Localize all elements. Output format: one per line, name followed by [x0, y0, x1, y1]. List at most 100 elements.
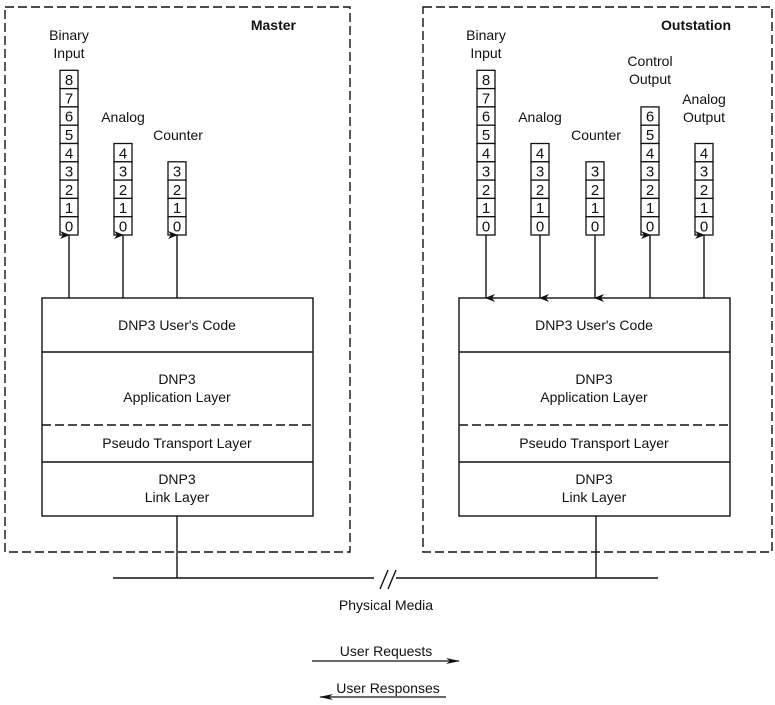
- outstation-control-output-cell: 0: [640, 216, 660, 236]
- master-counter-cell-value: 1: [173, 200, 181, 217]
- outstation-binary-input-cell: 4: [476, 142, 496, 163]
- outstation-analog-output-label: Output: [683, 109, 725, 125]
- outstation-analog-output-cell: 0: [694, 216, 714, 236]
- outstation-binary-input-cell: 3: [476, 161, 496, 181]
- master-binary-input-cell-value: 0: [65, 219, 73, 236]
- outstation-analog-cell-value: 3: [536, 164, 544, 181]
- outstation-analog-output-label: Analog: [682, 91, 726, 107]
- outstation-registers: BinaryInput876543210Analog43210Counter32…: [466, 27, 726, 302]
- outstation-counter-cell-value: 0: [591, 219, 599, 236]
- master-binary-input-cell: 2: [59, 179, 79, 200]
- legend-user-requests-label: User Requests: [340, 643, 433, 659]
- outstation-counter-cell-value: 2: [591, 182, 599, 199]
- outstation-user-code-layer: DNP3 User's Code: [535, 317, 653, 333]
- master-binary-input-cell: 0: [59, 216, 79, 236]
- master-binary-input-cell-value: 8: [65, 72, 73, 89]
- outstation-protocol-stack: DNP3 User's Code DNP3 Application Layer …: [458, 297, 731, 517]
- master-registers: BinaryInput876543210Analog43210Counter32…: [49, 27, 203, 298]
- outstation-control-output-cell-value: 3: [646, 164, 654, 181]
- master-application-layer-line1: DNP3: [158, 371, 196, 387]
- master-binary-input-cell-value: 5: [65, 127, 73, 144]
- outstation-binary-input-cell: 0: [476, 216, 496, 236]
- outstation-binary-input-cell: 2: [476, 179, 496, 200]
- outstation-link-layer-line1: DNP3: [575, 471, 613, 487]
- outstation-analog-cell-value: 2: [536, 182, 544, 199]
- outstation-binary-input-label: Input: [470, 45, 501, 61]
- master-binary-input-cell: 8: [59, 69, 79, 90]
- master-link-layer-line1: DNP3: [158, 471, 196, 487]
- outstation-analog-output-cell: 4: [694, 142, 714, 163]
- master-binary-input-label: Input: [53, 45, 84, 61]
- outstation-binary-input-label: Binary: [466, 27, 506, 43]
- legend: User Requests User Responses: [312, 643, 460, 700]
- outstation-analog-cell: 2: [530, 179, 550, 200]
- master-counter-cell-value: 3: [173, 164, 181, 181]
- master-analog-cell: 2: [113, 179, 133, 200]
- master-binary-input-cell-value: 4: [65, 145, 73, 162]
- master-analog-cell-value: 1: [119, 200, 127, 217]
- outstation-binary-input-cell-value: 5: [482, 127, 490, 144]
- master-binary-input-cell: 3: [59, 161, 79, 181]
- outstation-binary-input-cell-value: 2: [482, 182, 490, 199]
- master-binary-input-cell-value: 7: [65, 90, 73, 107]
- outstation-binary-input-cell: 8: [476, 69, 496, 90]
- outstation-application-layer-line1: DNP3: [575, 371, 613, 387]
- master-analog-cell-value: 4: [119, 145, 127, 162]
- outstation-analog-cell-value: 1: [536, 200, 544, 217]
- outstation-counter-cell: 3: [585, 161, 605, 181]
- outstation-binary-input-cell: 6: [476, 106, 496, 126]
- outstation-counter-cell-value: 3: [591, 164, 599, 181]
- outstation-analog-cell-value: 0: [536, 219, 544, 236]
- outstation-analog-output-cell-value: 0: [700, 219, 708, 236]
- outstation-transport-layer: Pseudo Transport Layer: [519, 435, 669, 451]
- master-title: Master: [251, 17, 297, 33]
- master-link-layer-line2: Link Layer: [145, 489, 210, 505]
- outstation-application-layer-line2: Application Layer: [540, 389, 648, 405]
- master-analog-label: Analog: [101, 109, 145, 125]
- master-binary-input-cell: 4: [59, 142, 79, 163]
- outstation-binary-input-cell-value: 7: [482, 90, 490, 107]
- master-application-layer-line2: Application Layer: [123, 389, 231, 405]
- outstation-analog-cell: 0: [530, 216, 550, 236]
- outstation-binary-input-cell-value: 6: [482, 109, 490, 126]
- bus-break-mark: [379, 569, 389, 590]
- outstation-control-output-cell-value: 1: [646, 200, 654, 217]
- outstation-counter-cell: 1: [585, 197, 605, 218]
- outstation-frame: Outstation: [422, 6, 773, 553]
- master-analog-cell: 4: [113, 142, 133, 163]
- master-counter-cell: 0: [167, 216, 187, 236]
- outstation-analog-output-cell-value: 1: [700, 200, 708, 217]
- master-analog-cell: 1: [113, 197, 133, 218]
- outstation-control-output-cell: 1: [640, 197, 660, 218]
- master-transport-layer: Pseudo Transport Layer: [102, 435, 252, 451]
- master-counter-cell-value: 2: [173, 182, 181, 199]
- master-analog-cell-value: 3: [119, 164, 127, 181]
- outstation-binary-input-cell-value: 0: [482, 219, 490, 236]
- master-counter-cell: 2: [167, 179, 187, 200]
- outstation-title: Outstation: [661, 17, 731, 33]
- master-binary-input-cell: 1: [59, 197, 79, 218]
- outstation-link-layer-line2: Link Layer: [562, 489, 627, 505]
- outstation-analog-output-cell: 1: [694, 197, 714, 218]
- master-counter-cell: 1: [167, 197, 187, 218]
- outstation-counter-cell-value: 1: [591, 200, 599, 217]
- outstation-counter-cell: 2: [585, 179, 605, 200]
- outstation-control-output-cell: 2: [640, 179, 660, 200]
- outstation-analog-cell-value: 4: [536, 145, 544, 162]
- master-analog-cell-value: 0: [119, 219, 127, 236]
- master-binary-input-cell-value: 2: [65, 182, 73, 199]
- outstation-analog-output-cell: 2: [694, 179, 714, 200]
- outstation-binary-input-cell-value: 3: [482, 164, 490, 181]
- outstation-binary-input-cell-value: 4: [482, 145, 490, 162]
- master-binary-input-cell-value: 6: [65, 109, 73, 126]
- outstation-control-output-label: Control: [627, 53, 672, 69]
- master-binary-input-label: Binary: [49, 27, 89, 43]
- outstation-analog-cell: 4: [530, 142, 550, 163]
- master-user-code-layer: DNP3 User's Code: [118, 317, 236, 333]
- master-analog-register: Analog 4 321 0: [101, 109, 145, 298]
